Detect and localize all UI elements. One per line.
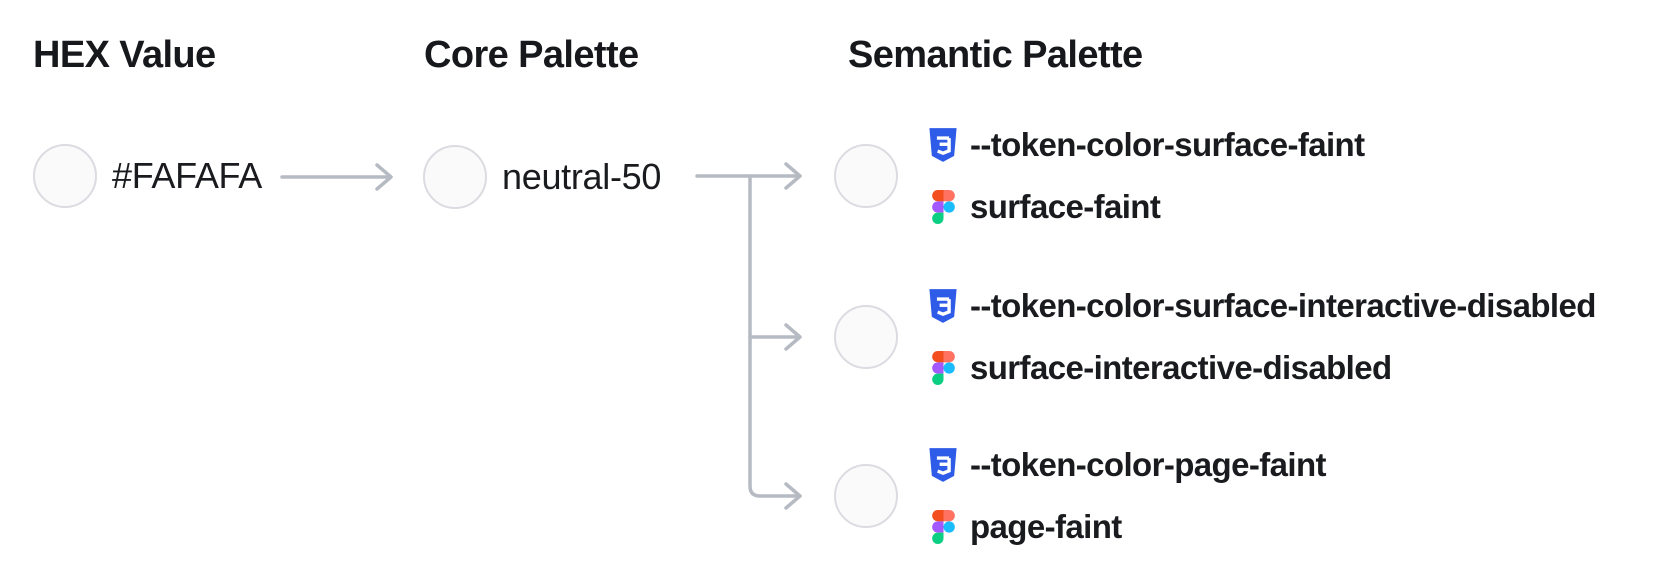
branch-connector-icon	[695, 162, 802, 510]
figma-logo-icon	[928, 510, 958, 544]
css-variable-line: --token-color-surface-interactive-disabl…	[928, 281, 1596, 331]
css3-shield-icon	[928, 448, 958, 482]
hex-color-swatch	[33, 144, 97, 208]
column-header-core-palette: Core Palette	[424, 34, 639, 76]
figma-name-line: surface-interactive-disabled	[928, 343, 1596, 393]
semantic-color-swatch	[834, 305, 898, 369]
figma-logo-icon	[928, 190, 958, 224]
arrow-hex-to-core-icon	[280, 163, 393, 191]
css-variable-label: --token-color-surface-faint	[970, 126, 1365, 163]
hex-value-label: #FAFAFA	[112, 155, 262, 196]
figma-name-line: surface-faint	[928, 182, 1365, 232]
css-variable-label: --token-color-surface-interactive-disabl…	[970, 287, 1596, 324]
semantic-color-swatch	[834, 144, 898, 208]
figma-name-label: surface-faint	[970, 188, 1161, 225]
css3-shield-icon	[928, 128, 958, 162]
css-variable-line: --token-color-surface-faint	[928, 120, 1365, 170]
column-header-semantic-palette: Semantic Palette	[848, 34, 1143, 76]
core-palette-label: neutral-50	[502, 156, 662, 197]
css-variable-line: --token-color-page-faint	[928, 440, 1327, 490]
css3-shield-icon	[928, 289, 958, 323]
css-variable-label: --token-color-page-faint	[970, 446, 1327, 483]
column-header-hex-value: HEX Value	[33, 34, 216, 76]
semantic-color-swatch	[834, 464, 898, 528]
figma-name-label: page-faint	[970, 508, 1122, 545]
core-color-swatch	[423, 145, 487, 209]
figma-logo-icon	[928, 351, 958, 385]
figma-name-label: surface-interactive-disabled	[970, 349, 1392, 386]
figma-name-line: page-faint	[928, 502, 1326, 552]
semantic-token-row: --token-color-surface-interactive-disabl…	[834, 281, 1596, 393]
semantic-token-row: --token-color-surface-faint surface-fain…	[834, 120, 1365, 232]
semantic-token-row: --token-color-page-faint page-faint	[834, 440, 1327, 552]
